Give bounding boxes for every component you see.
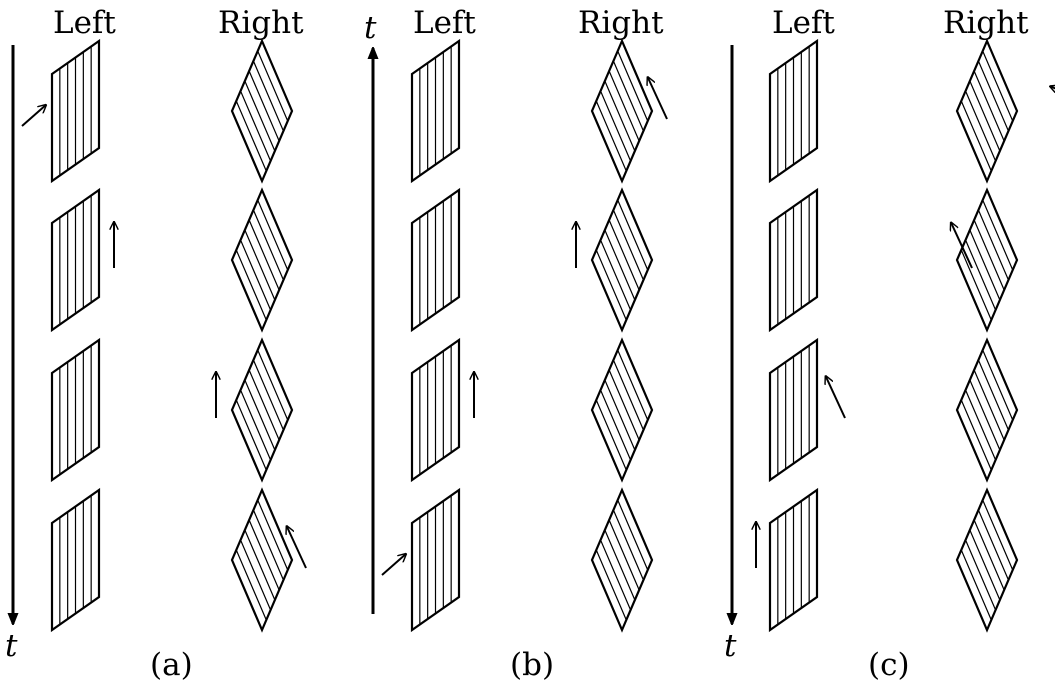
left-pattern-2: [768, 337, 819, 483]
left-pattern-1: [410, 187, 461, 333]
panel-a-motion-arrows: [21, 105, 307, 569]
panel-b-caption: (b): [510, 647, 554, 682]
left-pattern-3: [768, 487, 819, 633]
right-pattern-3: [590, 487, 654, 633]
right-pattern-1: [955, 187, 1019, 333]
panel-b-time-label: t: [364, 10, 377, 46]
panel-a-caption: (a): [150, 647, 193, 682]
motion-arrow-1: [951, 223, 973, 269]
left-pattern-3: [50, 487, 101, 633]
right-pattern-0: [230, 38, 294, 184]
left-pattern-1: [50, 187, 101, 333]
panel-c-right-label: Right: [943, 5, 1029, 41]
panel-c-motion-arrows: [756, 86, 1055, 568]
left-pattern-0: [50, 38, 101, 184]
right-pattern-0: [590, 38, 654, 184]
right-pattern-2: [955, 337, 1019, 483]
panel-b-shapes: [410, 38, 654, 633]
panel-b-right-label: Right: [578, 5, 664, 41]
motion-arrow-3: [287, 526, 307, 569]
panel-a: Left Right t (a): [5, 5, 307, 682]
motion-arrow-0: [1050, 86, 1055, 103]
panel-b-motion-arrows: [381, 77, 668, 576]
left-pattern-0: [768, 38, 819, 184]
left-pattern-2: [410, 337, 461, 483]
panel-b: t Left Right (b): [364, 5, 668, 682]
motion-arrow-3: [381, 554, 406, 576]
right-pattern-3: [955, 487, 1019, 633]
panel-a-left-label: Left: [53, 5, 116, 41]
right-pattern-0: [955, 38, 1019, 184]
left-pattern-0: [410, 38, 461, 184]
panel-c-caption: (c): [868, 647, 910, 682]
panel-c: Left Right t (c): [724, 5, 1055, 682]
panel-c-shapes: [768, 38, 1019, 633]
right-pattern-1: [590, 187, 654, 333]
right-pattern-3: [230, 487, 294, 633]
panel-a-shapes: [50, 38, 294, 633]
motion-arrow-0: [21, 105, 46, 127]
left-pattern-1: [768, 187, 819, 333]
right-pattern-1: [230, 187, 294, 333]
panel-c-time-label: t: [724, 628, 737, 664]
panel-a-time-label: t: [5, 628, 18, 664]
panel-a-right-label: Right: [218, 5, 304, 41]
motion-arrow-0: [648, 77, 668, 120]
left-pattern-3: [410, 487, 461, 633]
panel-c-left-label: Left: [772, 5, 835, 41]
panel-b-left-label: Left: [413, 5, 476, 41]
left-pattern-2: [50, 337, 101, 483]
motion-arrow-2: [826, 376, 846, 419]
right-pattern-2: [230, 337, 294, 483]
right-pattern-2: [590, 337, 654, 483]
